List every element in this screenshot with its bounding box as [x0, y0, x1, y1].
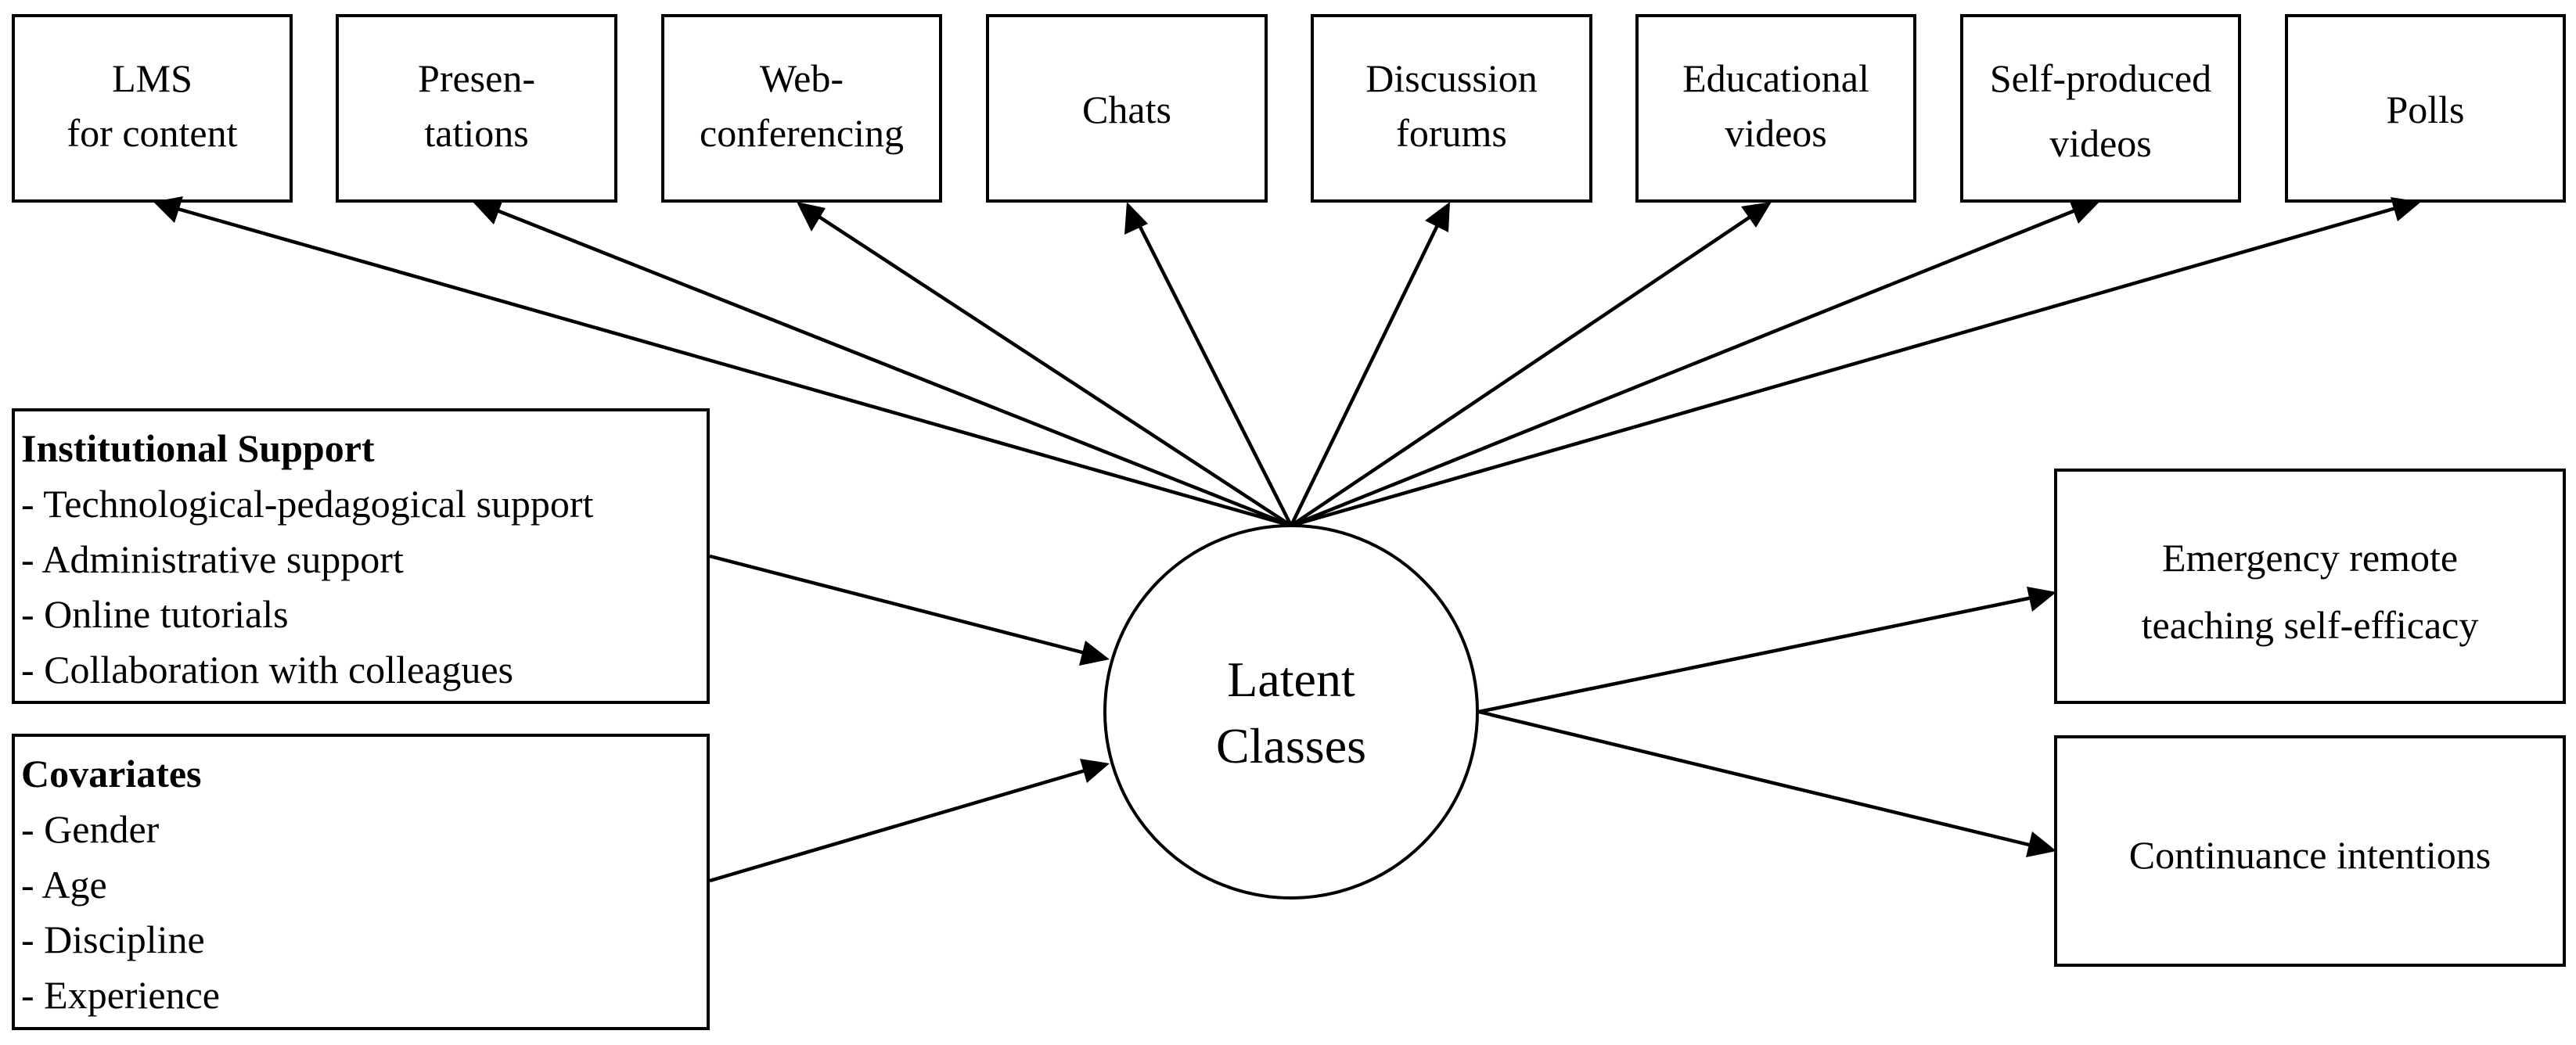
institutional-support-heading: Institutional Support — [21, 426, 375, 470]
outcome-label-line: Emergency remote — [2162, 536, 2458, 580]
latent-classes-label-line: Latent — [1227, 652, 1355, 707]
indicator-label-line: Web- — [760, 56, 844, 100]
indicator-box-self-produced-videos: Self-produced videos — [1960, 14, 2241, 203]
arrow-to-lms — [153, 196, 1292, 528]
arrow-latent-to-self-efficacy — [1478, 587, 2056, 714]
covariate-item: - Age — [21, 863, 107, 907]
latent-classes-label-line: Classes — [1216, 718, 1366, 774]
institutional-support-item: - Online tutorials — [21, 592, 289, 636]
indicator-label-line: Polls — [2386, 88, 2464, 131]
indicator-box-polls: Polls — [2285, 14, 2566, 203]
indicator-label-line: Presen- — [418, 56, 535, 100]
arrow-to-presentations — [473, 199, 1292, 528]
indicator-label-line: videos — [2049, 121, 2152, 165]
arrow-institutional-to-latent — [709, 554, 1110, 666]
arrow-to-educational-videos — [1290, 202, 1772, 527]
arrow-to-chats — [1124, 202, 1293, 527]
indicator-label-line: Chats — [1082, 88, 1171, 131]
covariate-item: - Experience — [21, 973, 220, 1017]
outcome-label-line: teaching self-efficacy — [2142, 603, 2479, 647]
indicator-label-line: LMS — [112, 56, 192, 100]
institutional-support-box: Institutional Support - Technological-pe… — [12, 408, 710, 704]
institutional-support-item: - Administrative support — [21, 537, 404, 581]
indicator-box-presentations: Presen- tations — [336, 14, 617, 203]
covariates-heading: Covariates — [21, 752, 202, 795]
arrow-latent-to-continuance — [1478, 709, 2056, 857]
indicator-label-line: videos — [1725, 111, 1827, 155]
arrow-to-web-conferencing — [797, 202, 1293, 527]
arrow-to-discussion-forums — [1289, 202, 1450, 526]
indicator-box-lms: LMS for content — [12, 14, 293, 203]
indicator-label-line: tations — [424, 111, 528, 155]
covariate-item: - Gender — [21, 807, 160, 851]
indicator-label-line: Discussion — [1365, 56, 1537, 100]
outcome-label-line: Continuance intentions — [2129, 833, 2491, 877]
outcome-box-continuance: Continuance intentions — [2054, 735, 2566, 967]
covariate-item: - Discipline — [21, 918, 205, 961]
indicator-label-line: for content — [67, 111, 238, 155]
outcome-box-self-efficacy: Emergency remote teaching self-efficacy — [2054, 469, 2566, 704]
covariates-box: Covariates - Gender - Age - Discipline -… — [12, 734, 710, 1030]
indicator-label-line: Self-produced — [1990, 56, 2211, 100]
institutional-support-item: - Technological-pedagogical support — [21, 482, 594, 526]
arrow-to-self-produced-videos — [1290, 199, 2099, 528]
indicator-label-line: conferencing — [700, 111, 904, 155]
institutional-support-item: - Collaboration with colleagues — [21, 648, 513, 691]
indicator-box-web-conferencing: Web- conferencing — [661, 14, 942, 203]
indicator-label-line: Educational — [1682, 56, 1869, 100]
arrow-covariates-to-latent — [709, 759, 1110, 883]
indicator-box-educational-videos: Educational videos — [1635, 14, 1916, 203]
arrow-to-polls — [1290, 197, 2421, 528]
indicator-box-chats: Chats — [986, 14, 1268, 203]
indicator-box-discussion-forums: Discussion forums — [1311, 14, 1592, 203]
latent-classes-node: Latent Classes — [1103, 524, 1479, 900]
indicator-label-line: forums — [1396, 111, 1507, 155]
